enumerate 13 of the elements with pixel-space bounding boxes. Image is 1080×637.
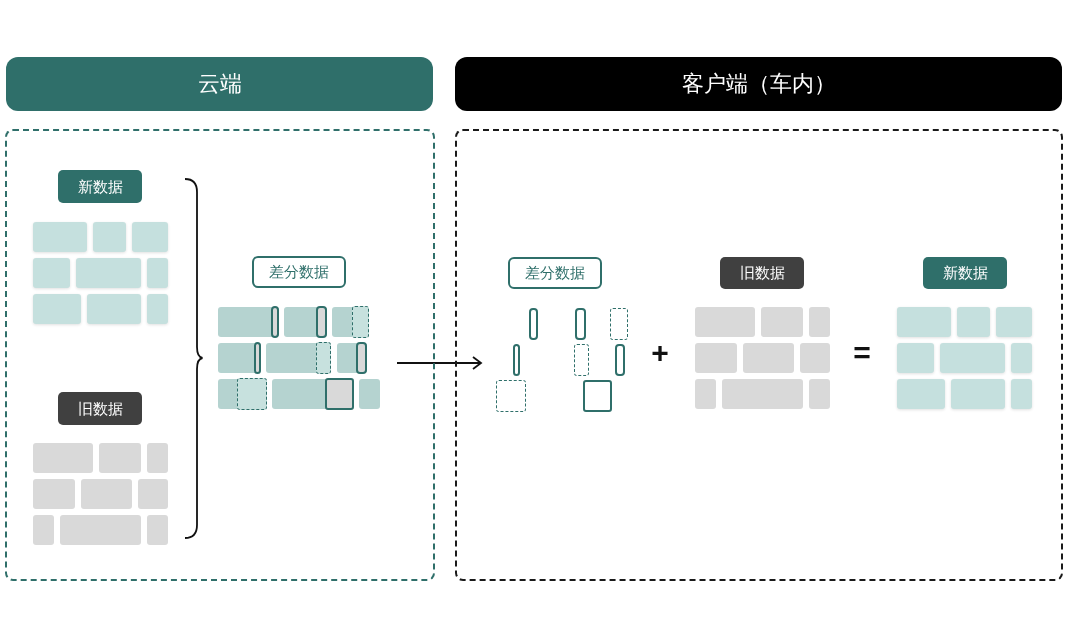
data-tag: 新数据 <box>923 257 1007 289</box>
data-tag: 新数据 <box>58 170 142 203</box>
arrow <box>396 356 482 370</box>
equals-sign: = <box>852 336 872 370</box>
dashed-region <box>5 129 435 581</box>
data-tag: 差分数据 <box>508 257 602 289</box>
section-header: 客户端（车内） <box>455 57 1062 111</box>
data-tag: 旧数据 <box>720 257 804 289</box>
plus-sign: + <box>650 336 670 370</box>
section-header: 云端 <box>6 57 433 111</box>
data-tag: 旧数据 <box>58 392 142 425</box>
data-tag: 差分数据 <box>252 256 346 288</box>
dashed-region <box>455 129 1063 581</box>
